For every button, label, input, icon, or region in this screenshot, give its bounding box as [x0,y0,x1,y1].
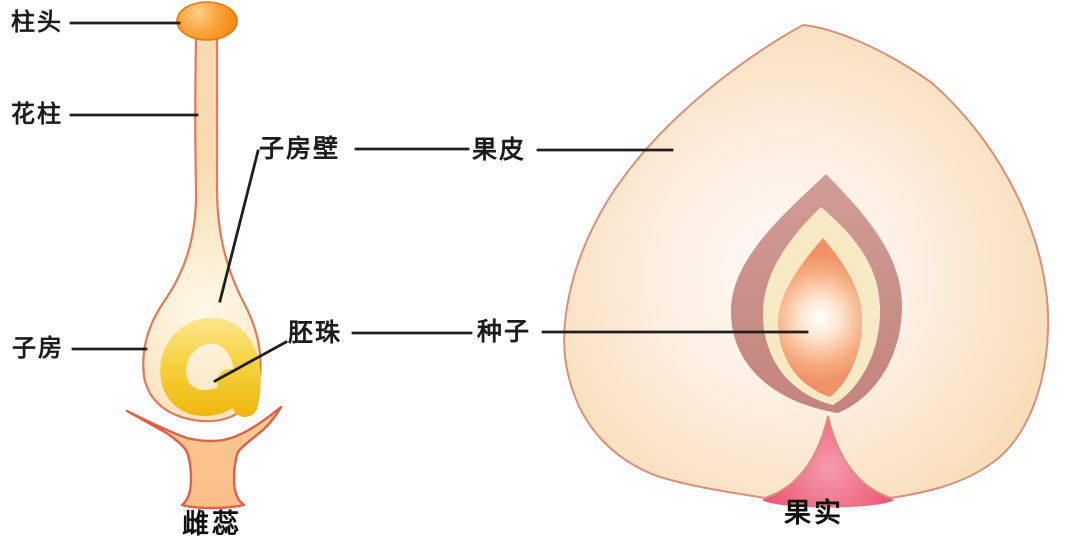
fruit-base-pink [762,415,894,508]
leader-lines [69,21,809,383]
label-seed: 种子 [477,318,532,346]
ovule-spiral [160,317,261,417]
label-ovary-wall: 子房壁 [259,135,341,163]
line-ovule-diagonal [213,340,288,383]
caption-fruit: 果实 [784,498,844,528]
label-style: 花柱 [11,101,63,128]
caption-pistil: 雌蕊 [182,509,242,539]
stigma [176,1,238,41]
label-pericarp: 果皮 [472,136,527,164]
line-ovary-wall-diagonal [218,149,260,303]
label-stigma: 柱头 [11,9,63,36]
label-ovule: 胚珠 [288,319,343,347]
receptacle [125,405,283,510]
fruit-seed [778,238,863,397]
label-ovary: 子房 [12,335,64,362]
